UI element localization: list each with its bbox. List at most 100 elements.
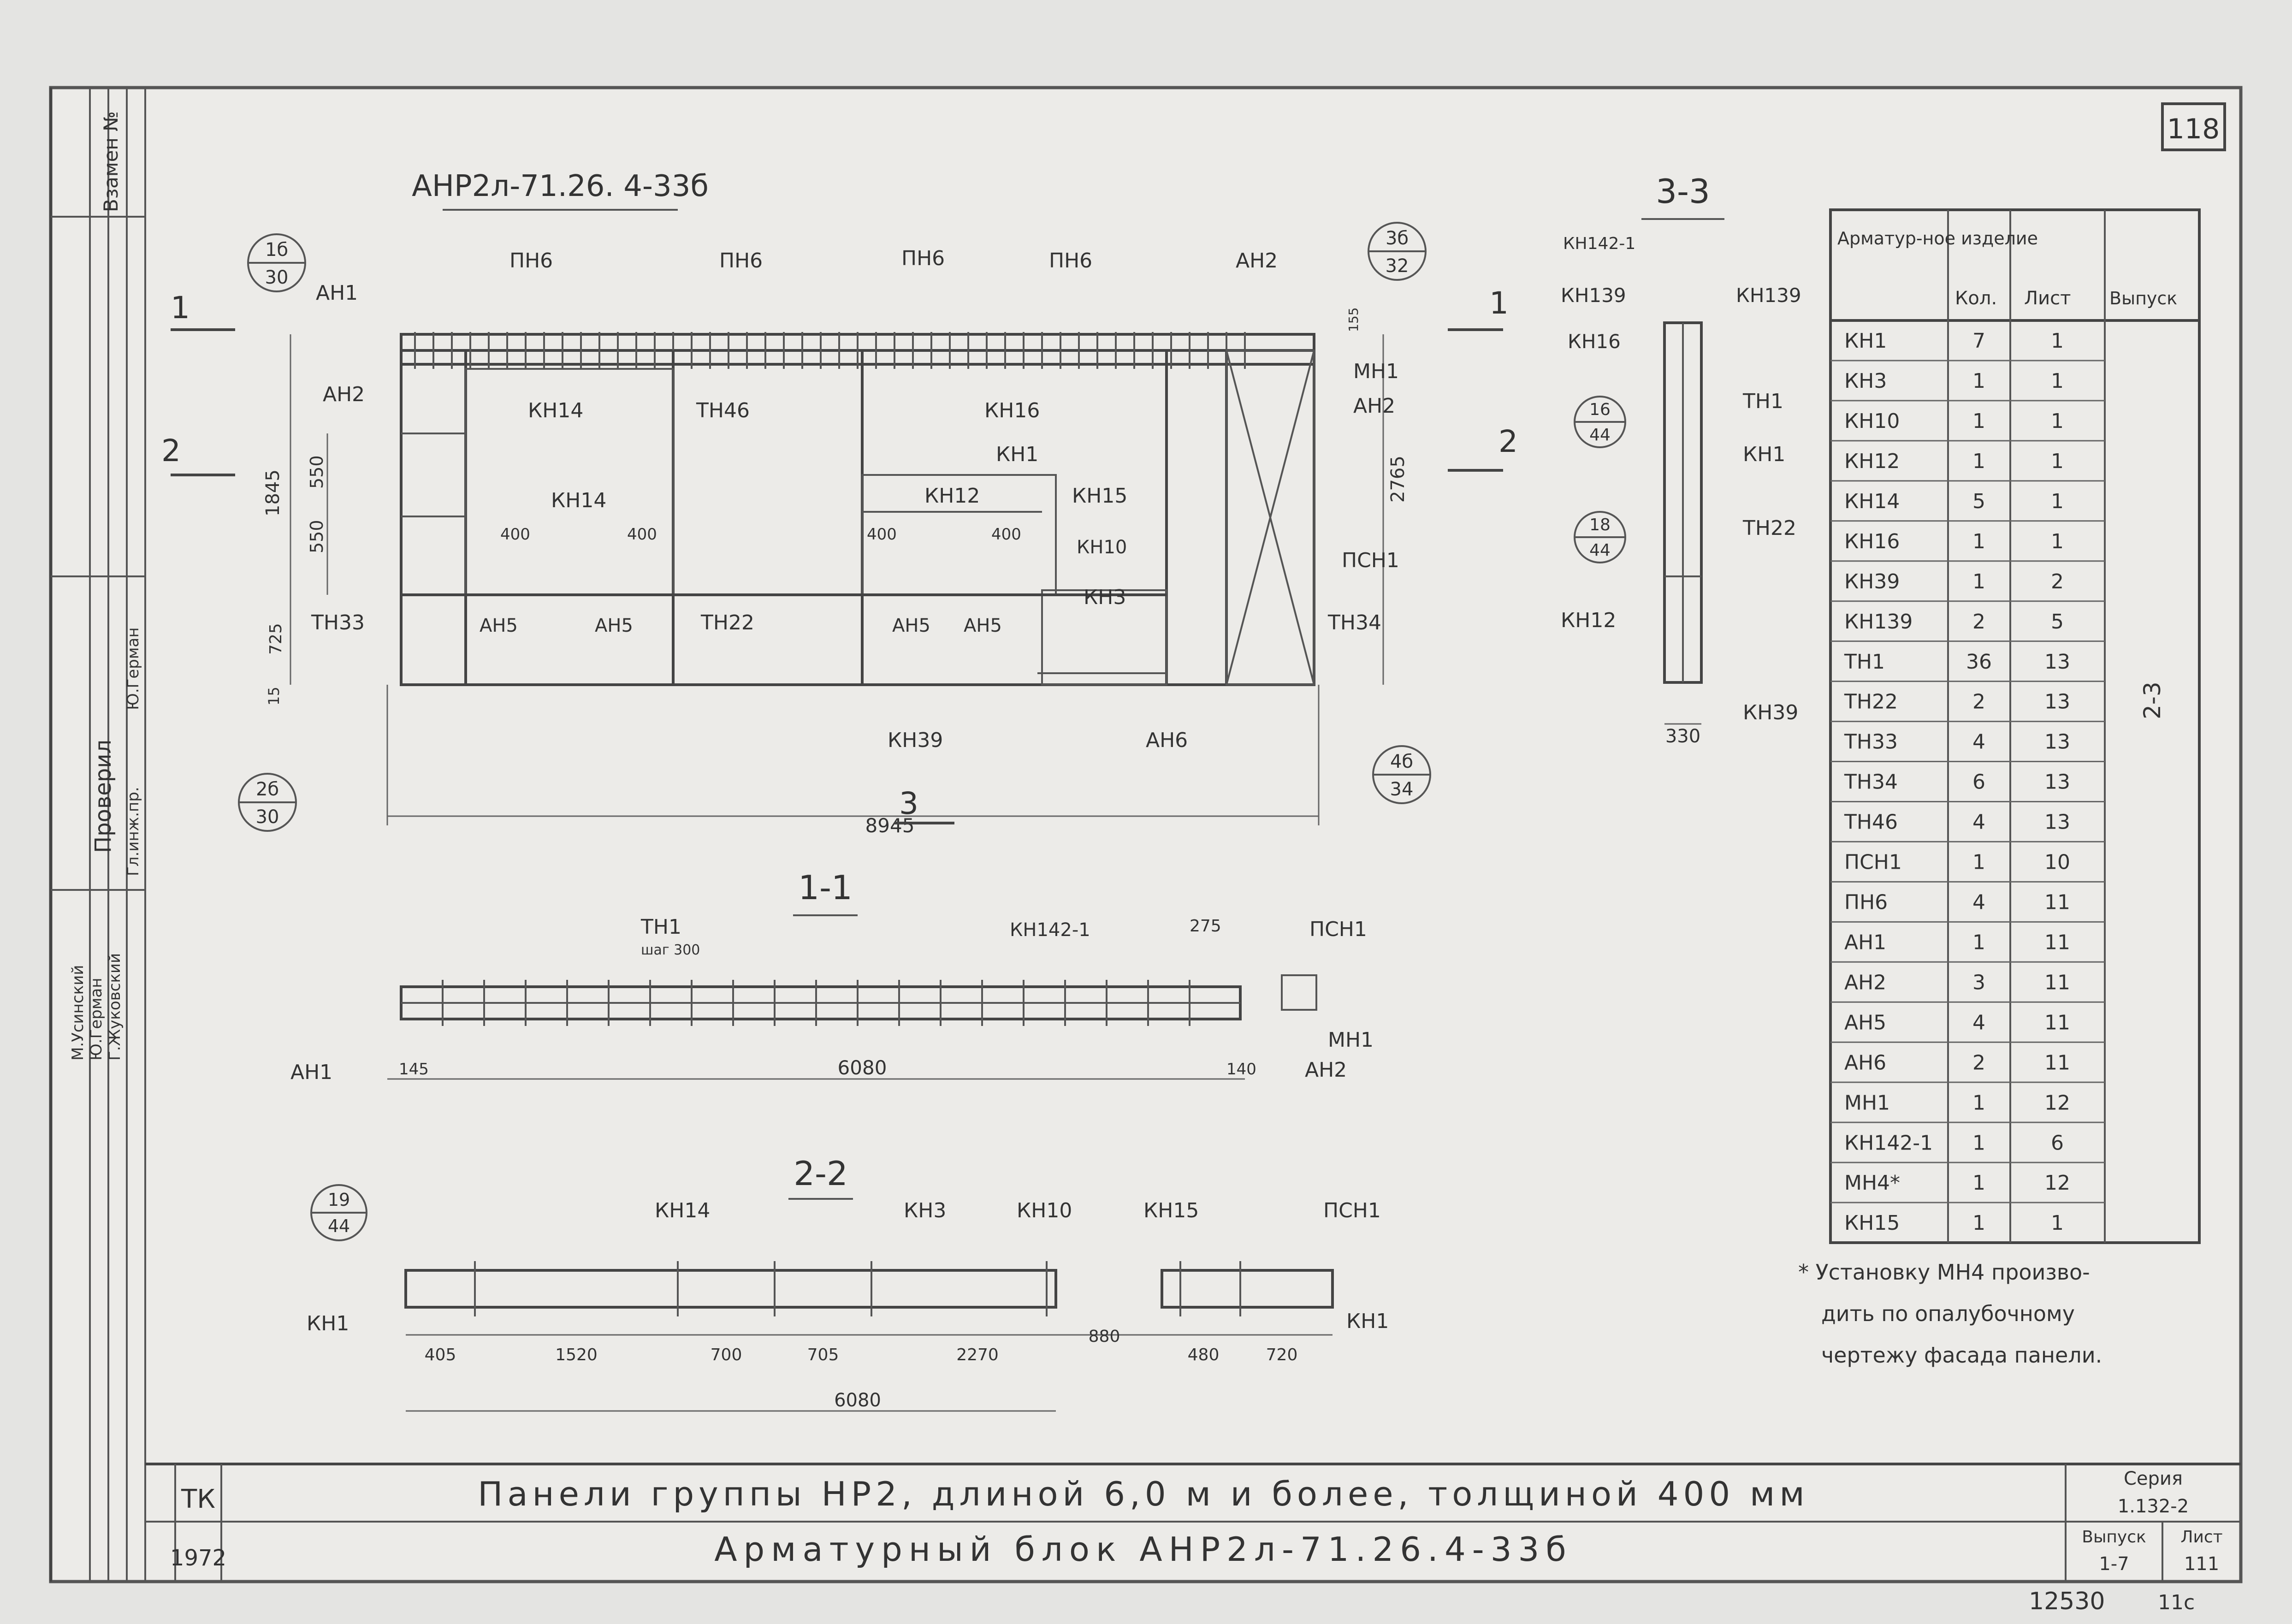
spec-cell-sheet: 1	[2051, 530, 2064, 553]
spec-cell-item: КН12	[1844, 450, 1900, 473]
cut-3-bottom: 3	[899, 786, 918, 821]
spec-cell-qty: 1	[1972, 409, 1985, 433]
spec-cell-sheet: 11	[2044, 931, 2070, 954]
spec-cell-item: МН4*	[1844, 1171, 1900, 1195]
spec-cell-item: КН1	[1844, 329, 1887, 353]
spec-cell-qty: 4	[1972, 811, 1985, 834]
s22-dim-2: 1520	[555, 1345, 598, 1364]
spec-cell-sheet: 5	[2051, 610, 2064, 634]
dim-400a: 400	[500, 525, 530, 544]
s33-kn139a: КН139	[1561, 284, 1626, 307]
s22-psn1: ПСН1	[1323, 1199, 1381, 1222]
label-ah2b: АН2	[1236, 249, 1278, 273]
spec-cell-sheet: 1	[2051, 490, 2064, 513]
svg-text:34: 34	[1390, 779, 1414, 800]
stamp-name-5: М.Усинский	[69, 965, 87, 1061]
spec-cell-qty: 2	[1972, 1051, 1985, 1074]
spec-cell-item: КН15	[1844, 1211, 1900, 1235]
spec-cell-qty: 1	[1972, 1171, 1985, 1195]
svg-text:44: 44	[1589, 541, 1611, 560]
stamp-proverka: Проверил	[90, 740, 116, 853]
label-pn6a: ПН6	[509, 249, 553, 273]
callout-3b-32: 3б 32	[1368, 222, 1427, 281]
svg-text:1б: 1б	[265, 239, 288, 261]
s11-ah2: АН2	[1305, 1058, 1347, 1082]
stamp-vzamen: Взамен №	[100, 111, 122, 212]
s11-ah1: АН1	[290, 1061, 332, 1084]
spec-cell-sheet: 1	[2051, 369, 2064, 393]
title-block: ТК 1972 Панели группы НР2, длиной 6,0 м …	[145, 1463, 2241, 1582]
spec-cell-sheet: 11	[2044, 891, 2070, 914]
spec-cell-qty: 2	[1972, 610, 1985, 634]
s22-kn15: КН15	[1143, 1199, 1199, 1222]
callout-1b-30: 1б 30	[247, 233, 306, 292]
tb-line-1: Панели группы НР2, длиной 6,0 м и более,…	[478, 1475, 1809, 1513]
spec-cell-sheet: 1	[2051, 409, 2064, 433]
spec-cell-item: АН6	[1844, 1051, 1886, 1074]
spec-cell-qty: 1	[1972, 851, 1985, 874]
svg-text:19: 19	[328, 1190, 350, 1210]
callout-2b-30: 2б 30	[238, 773, 297, 832]
spec-cell-item: КН39	[1844, 570, 1900, 593]
spec-cell-sheet: 1	[2051, 450, 2064, 473]
s11-psn1: ПСН1	[1309, 918, 1367, 941]
spec-cell-sheet: 10	[2044, 851, 2070, 874]
spec-cell-item: КН14	[1844, 490, 1900, 513]
label-pn6b: ПН6	[719, 249, 763, 273]
label-ah5b: АН5	[595, 615, 633, 636]
s22-kn3: КН3	[904, 1199, 946, 1222]
spec-cell-qty: 2	[1972, 690, 1985, 714]
label-pn6d: ПН6	[1049, 249, 1092, 273]
spec-cell-qty: 1	[1972, 530, 1985, 553]
spec-cell-sheet: 13	[2044, 811, 2070, 834]
s11-dim-275: 275	[1190, 917, 1221, 936]
spec-cell-item: ТН33	[1844, 730, 1898, 754]
spec-cell-qty: 1	[1972, 931, 1985, 954]
stamp-name-1: Ю.Герман	[124, 628, 142, 710]
svg-text:18: 18	[1589, 516, 1611, 534]
stamp-name-3: Г.Жуковский	[106, 953, 124, 1061]
s22-dim-3: 700	[711, 1345, 742, 1364]
spec-cell-sheet: 1	[2051, 1211, 2064, 1235]
spec-cell-sheet: 13	[2044, 650, 2070, 674]
cut-2-right: 2	[1498, 424, 1518, 459]
s33-kn139b: КН139	[1736, 284, 1801, 307]
dim-400c: 400	[867, 525, 897, 544]
section-2-2: 2-2 405 1520 700 705 2270 880 480 720 60…	[307, 1154, 1389, 1412]
spec-cell-item: КН10	[1844, 409, 1900, 433]
th-vypusk: Выпуск	[2109, 288, 2177, 308]
label-ah5c: АН5	[892, 615, 930, 636]
spec-cell-sheet: 1	[2051, 329, 2064, 353]
s22-kn10: КН10	[1017, 1199, 1072, 1222]
spec-cell-item: КН3	[1844, 369, 1887, 393]
spec-cell-qty: 1	[1972, 450, 1985, 473]
svg-text:2б: 2б	[256, 779, 279, 800]
spec-cell-qty: 7	[1972, 329, 1985, 353]
s22-dim-1: 405	[425, 1345, 456, 1364]
tb-list-value: 111	[2184, 1553, 2219, 1575]
label-kn14a: КН14	[528, 399, 583, 422]
spec-cell-qty: 6	[1972, 771, 1985, 794]
footnote-line-3: чертежу фасада панели.	[1821, 1343, 2102, 1368]
spec-cell-qty: 3	[1972, 971, 1985, 994]
spec-cell-qty: 1	[1972, 1131, 1985, 1155]
spec-cell-qty: 1	[1972, 570, 1985, 593]
svg-text:32: 32	[1386, 255, 1409, 277]
s11-step: шаг 300	[641, 942, 700, 958]
spec-table: Арматур-ное изделие Кол. Лист Выпуск КН1…	[1829, 208, 2201, 1244]
s11-dim-145: 145	[399, 1060, 429, 1079]
s11-kn142: КН142-1	[1010, 919, 1090, 941]
spec-cell-item: АН5	[1844, 1011, 1886, 1034]
s22-kn14: КН14	[655, 1199, 710, 1222]
s33-tn22: ТН22	[1742, 516, 1796, 540]
svg-text:30: 30	[256, 806, 279, 828]
dim-550a: 550	[307, 455, 327, 489]
section-3-3-title: 3-3	[1656, 172, 1710, 211]
th-kol: Кол.	[1955, 288, 1997, 309]
s33-kn12: КН12	[1561, 609, 1616, 632]
dim-550b: 550	[307, 520, 327, 553]
svg-text:44: 44	[328, 1216, 350, 1236]
stamp-name-2: Гл.инж.пр.	[124, 787, 142, 876]
spec-cell-qty: 4	[1972, 730, 1985, 754]
label-kn15: КН15	[1072, 484, 1127, 508]
